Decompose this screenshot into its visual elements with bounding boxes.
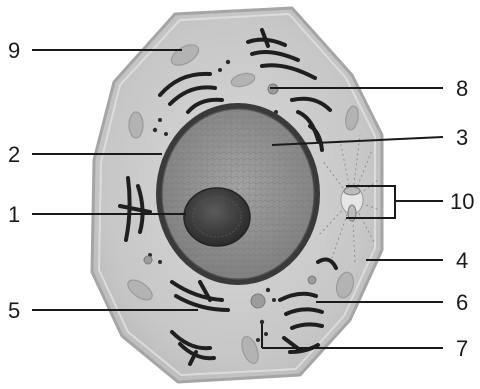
label-3: 3 bbox=[456, 125, 468, 150]
label-8: 8 bbox=[456, 76, 468, 101]
label-4: 4 bbox=[456, 248, 468, 273]
label-7: 7 bbox=[456, 336, 468, 361]
label-1: 1 bbox=[8, 202, 20, 227]
nucleolus bbox=[184, 188, 250, 246]
nucleus bbox=[156, 103, 320, 285]
label-10: 10 bbox=[450, 189, 474, 214]
label-2: 2 bbox=[8, 142, 20, 167]
label-6: 6 bbox=[456, 290, 468, 315]
label-9: 9 bbox=[8, 38, 20, 63]
label-5: 5 bbox=[8, 298, 20, 323]
